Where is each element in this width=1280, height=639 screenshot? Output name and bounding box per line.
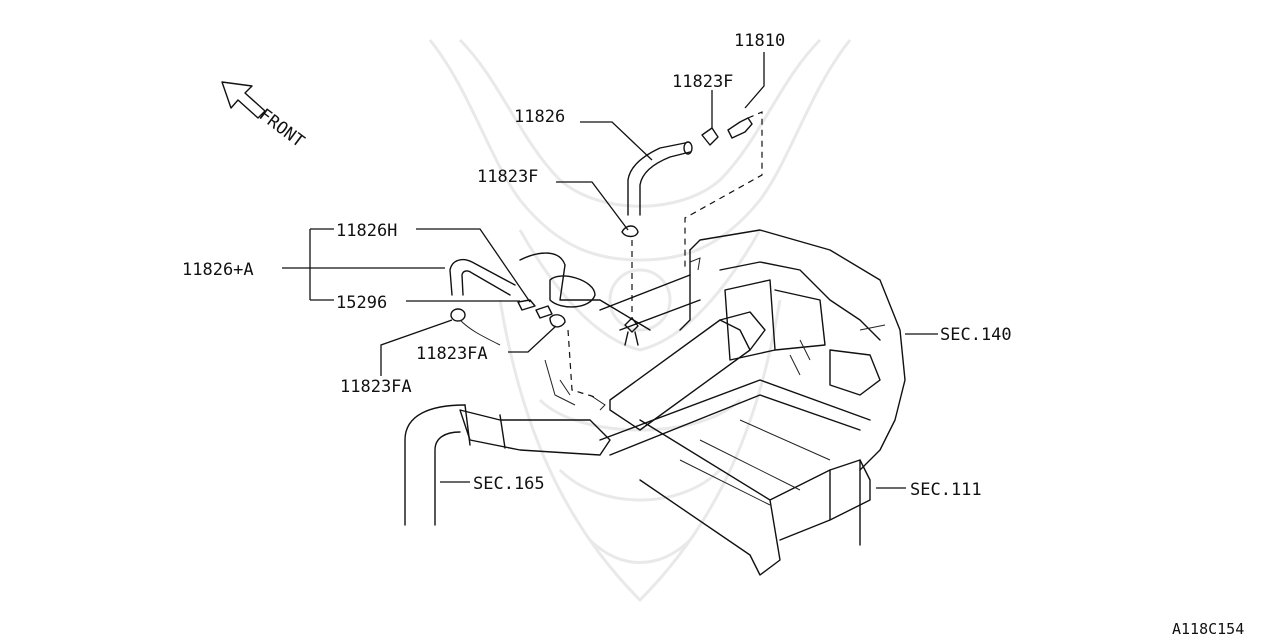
callout-15296: 15296	[336, 293, 387, 313]
watermark-emblem	[428, 38, 852, 603]
section-ref-165: SEC.165	[473, 474, 545, 494]
callout-11823FA-right: 11823FA	[416, 344, 488, 364]
section-ref-111: SEC.111	[910, 480, 982, 500]
diagram-ref-code: A118C154	[1172, 620, 1244, 638]
callout-11826: 11826	[514, 107, 565, 127]
dashed-connections	[567, 111, 763, 399]
callout-11823F-mid: 11823F	[477, 167, 538, 187]
hose-11826H	[517, 299, 536, 311]
connector-15296	[535, 305, 566, 328]
engine-assembly	[404, 229, 906, 576]
section-ref-140: SEC.140	[940, 325, 1012, 345]
hose-11826A	[449, 258, 516, 296]
clip-11823F-mid	[621, 225, 639, 238]
clip-11823F-top	[701, 127, 719, 146]
hose-11826	[627, 141, 693, 216]
callout-11826H: 11826H	[336, 221, 397, 241]
callout-11826A: 11826+A	[182, 260, 254, 280]
callout-11810: 11810	[734, 31, 785, 51]
clip-11823FA-left	[450, 308, 466, 322]
leader-lines	[282, 52, 938, 489]
callout-11823FA-left: 11823FA	[340, 377, 412, 397]
clip-11823F-lower	[624, 317, 639, 346]
front-arrow-icon	[221, 81, 266, 119]
front-label: FRONT	[255, 105, 308, 152]
pcv-valve-11810	[727, 117, 753, 139]
callout-11823F-top: 11823F	[672, 72, 733, 92]
